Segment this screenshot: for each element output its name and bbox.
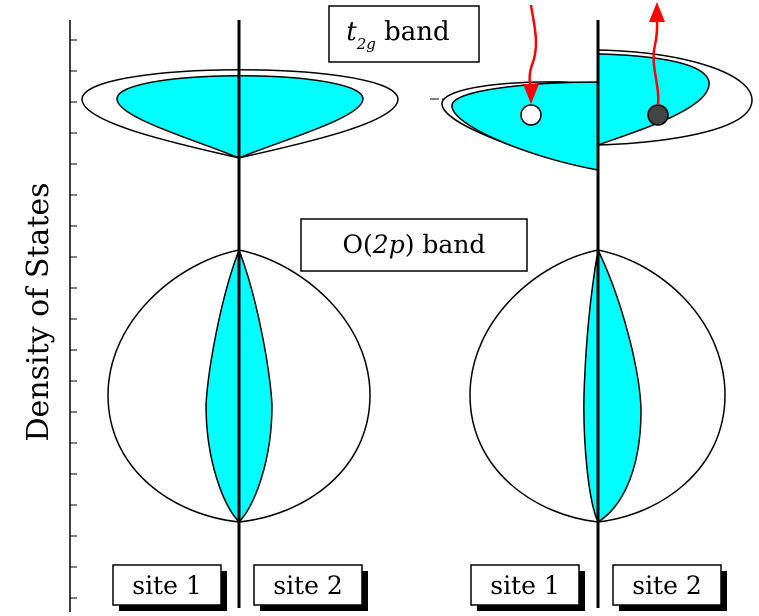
arrow-electron-out [652, 15, 660, 106]
t2g-band-fill-site2-right [597, 53, 710, 147]
hole-marker [520, 104, 542, 126]
site-label-box [112, 564, 222, 606]
arrow-into-hole [528, 4, 538, 93]
o2p-band-label: O(2p) band [343, 230, 486, 259]
site-label-box [612, 564, 722, 606]
t2g-label-box [328, 5, 480, 63]
y-axis-label: Density of States [21, 182, 56, 441]
t2g-band-fill-site1-right [451, 81, 599, 171]
site-label-box [253, 564, 363, 606]
arrow-electron-out-head [649, 2, 665, 22]
o2p-label-box [300, 218, 528, 272]
site-label-box [470, 564, 580, 606]
site-label-left-2: site 2 [273, 571, 343, 600]
electron-marker [647, 104, 669, 126]
site-label-right-2: site 2 [632, 571, 702, 600]
y-axis-ticks [70, 39, 77, 599]
t2g-band-label: t2g band [346, 17, 449, 53]
arrow-into-hole-head [523, 84, 539, 104]
site-label-left-1: site 1 [132, 571, 202, 600]
site-label-right-1: site 1 [490, 571, 560, 600]
